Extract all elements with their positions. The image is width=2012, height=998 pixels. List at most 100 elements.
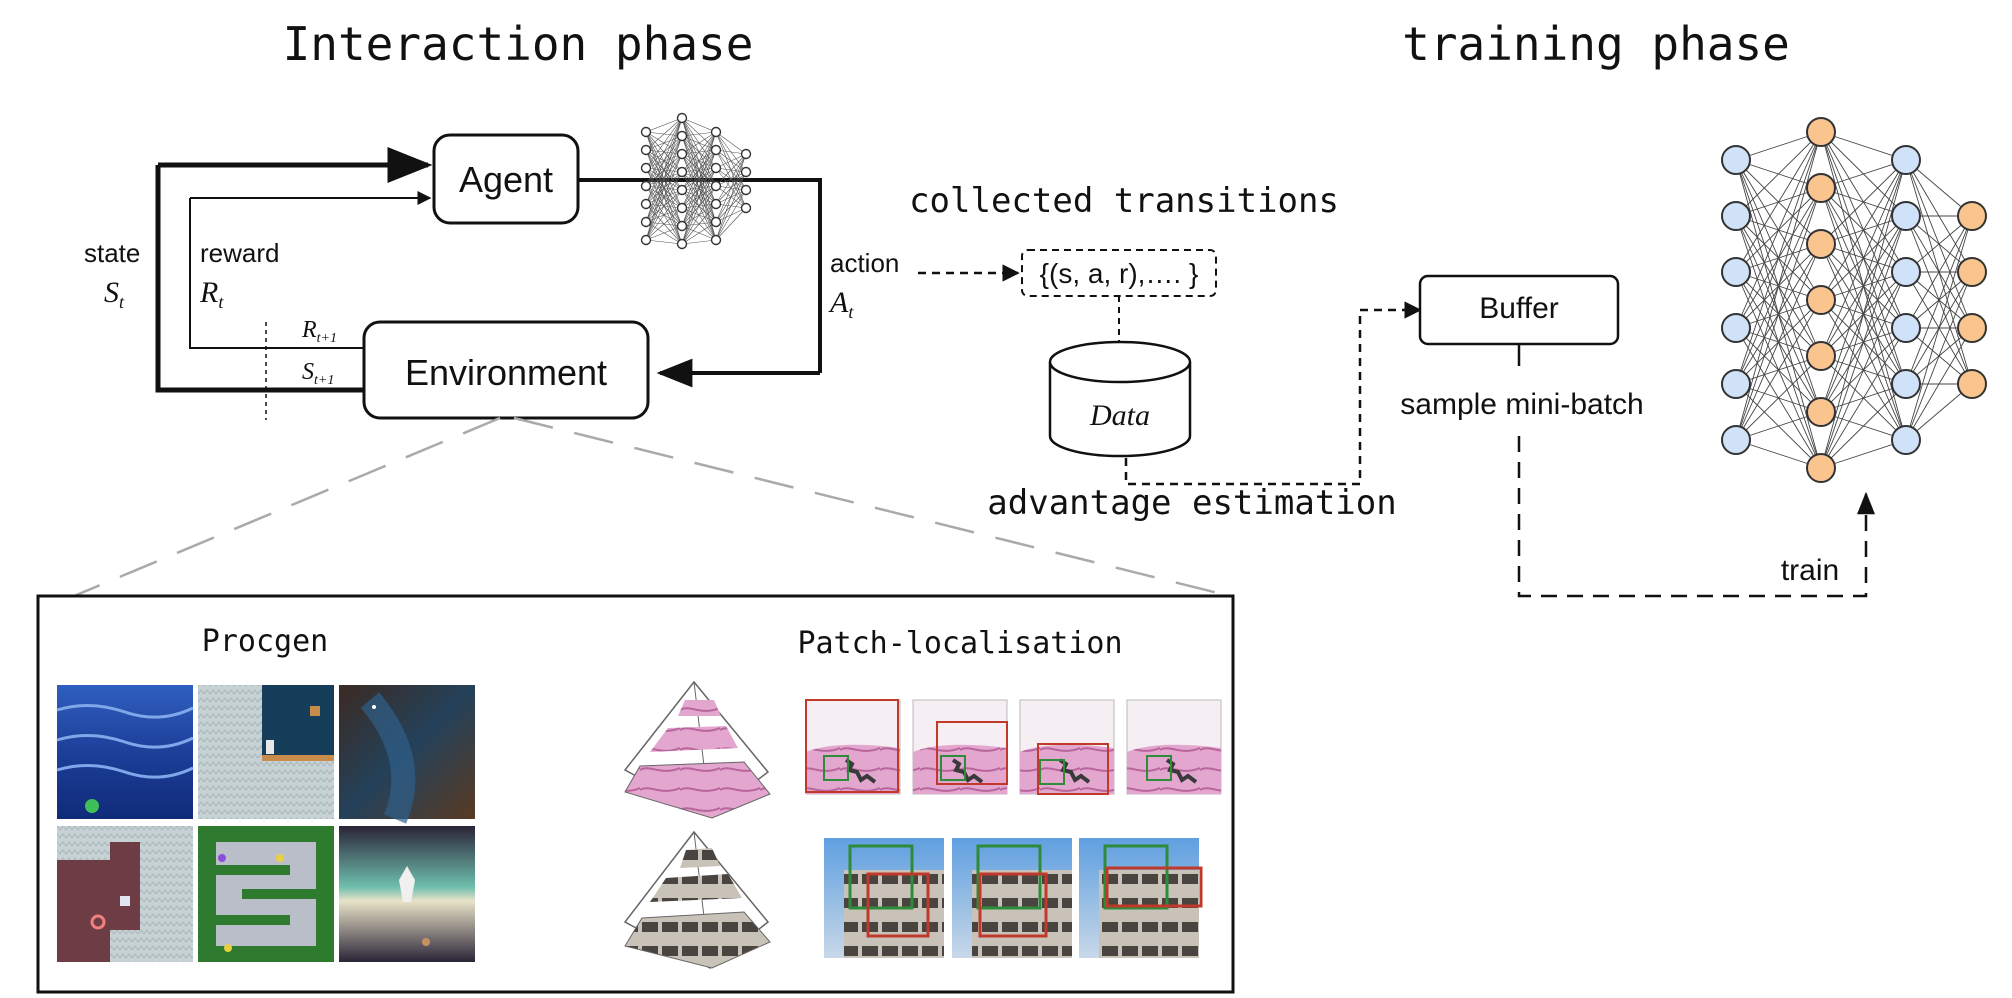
small-neural-network-icon — [640, 112, 752, 250]
agent-label: Agent — [459, 159, 553, 200]
buffer-label: Buffer — [1479, 292, 1559, 325]
environment-box — [362, 320, 650, 420]
procgen-title: Procgen — [202, 624, 328, 659]
network-node — [1721, 369, 1751, 399]
network-node — [740, 184, 752, 196]
svg-text:St: St — [104, 276, 125, 312]
network-node — [710, 126, 722, 138]
procgen-game-3 — [339, 685, 475, 824]
database-cylinder-icon — [1048, 340, 1192, 458]
next-state-symbol: S — [302, 359, 314, 385]
green-patch-box — [1146, 755, 1172, 781]
network-node — [1957, 313, 1987, 343]
network-node — [676, 130, 688, 142]
network-node — [710, 198, 722, 210]
next-reward-symbol: R — [301, 317, 317, 343]
network-node — [1891, 257, 1921, 287]
svg-text:St+1: St+1 — [302, 359, 334, 388]
network-node — [676, 148, 688, 160]
training-phase-title: training phase — [1402, 17, 1790, 71]
network-node — [1957, 257, 1987, 287]
action-subscript: t — [848, 302, 854, 322]
network-node — [640, 126, 652, 138]
state-symbol: S — [104, 276, 119, 309]
network-node — [640, 198, 652, 210]
transitions-text: {(s, a, r),…. } — [1040, 258, 1199, 289]
svg-text:Rt+1: Rt+1 — [301, 317, 337, 346]
network-node — [710, 180, 722, 192]
svg-text:Rt: Rt — [199, 276, 224, 312]
advantage-estimation-label: advantage estimation — [987, 483, 1396, 523]
svg-text:At: At — [828, 286, 854, 322]
procgen-game-5 — [198, 826, 334, 962]
network-node — [676, 112, 688, 124]
green-patch-box — [1103, 844, 1169, 910]
network-node — [1721, 257, 1751, 287]
state-word: state — [84, 238, 140, 268]
building-pyramid — [623, 830, 771, 969]
collected-transitions-label: collected transitions — [909, 181, 1339, 221]
network-node — [676, 184, 688, 196]
red-patch-box — [1037, 743, 1109, 795]
reward-subscript: t — [218, 292, 224, 312]
network-node — [640, 162, 652, 174]
red-patch-box — [978, 872, 1048, 938]
green-patch-box — [848, 844, 914, 910]
building-patch-row — [824, 838, 1203, 958]
procgen-game-4 — [57, 826, 193, 962]
network-node — [1806, 453, 1836, 483]
network-node — [1806, 341, 1836, 371]
train-dashed-arrow — [1517, 436, 1875, 598]
network-node — [1721, 425, 1751, 455]
interaction-phase-title: Interaction phase — [283, 17, 754, 71]
red-patch-box — [805, 699, 899, 793]
green-patch-box — [823, 755, 849, 781]
action-symbol: A — [828, 286, 849, 319]
action-word: action — [830, 248, 899, 278]
reward-symbol: R — [199, 276, 218, 309]
procgen-game-6 — [339, 826, 475, 962]
neural-network-icon — [1721, 117, 1987, 483]
network-node — [710, 144, 722, 156]
network-node — [740, 148, 752, 160]
network-node — [1891, 145, 1921, 175]
red-patch-box — [1105, 866, 1203, 908]
network-node — [1806, 173, 1836, 203]
network-node — [1957, 201, 1987, 231]
network-node — [1891, 201, 1921, 231]
procgen-thumbnails — [56, 685, 475, 962]
network-node — [710, 216, 722, 228]
network-node — [1891, 369, 1921, 399]
network-node — [740, 202, 752, 214]
procgen-game-1 — [56, 685, 194, 819]
network-node — [1806, 397, 1836, 427]
green-patch-box — [940, 755, 966, 781]
network-node — [640, 144, 652, 156]
red-patch-box — [936, 721, 1008, 785]
network-node — [1957, 369, 1987, 399]
next-reward-subscript: t+1 — [317, 331, 337, 346]
network-node — [1721, 201, 1751, 231]
histology-pyramid — [623, 680, 771, 819]
rl-loop: Agent Environment state St reward Rt act… — [84, 112, 899, 420]
network-node — [640, 216, 652, 228]
next-state-subscript: t+1 — [314, 373, 334, 388]
network-node — [676, 202, 688, 214]
environment-label: Environment — [405, 352, 607, 393]
red-patch-box — [866, 872, 930, 938]
procgen-game-2 — [198, 685, 334, 819]
reward-word: reward — [200, 238, 279, 268]
network-node — [710, 234, 722, 246]
network-node — [1721, 313, 1751, 343]
network-node — [740, 166, 752, 178]
network-node — [676, 238, 688, 250]
green-patch-box — [1039, 759, 1065, 785]
state-subscript: t — [119, 292, 125, 312]
network-node — [640, 180, 652, 192]
patch-localisation-title: Patch-localisation — [797, 626, 1122, 661]
network-node — [1806, 117, 1836, 147]
green-patch-box — [976, 844, 1042, 910]
network-node — [1806, 229, 1836, 259]
train-label: train — [1781, 554, 1839, 587]
network-node — [1806, 285, 1836, 315]
